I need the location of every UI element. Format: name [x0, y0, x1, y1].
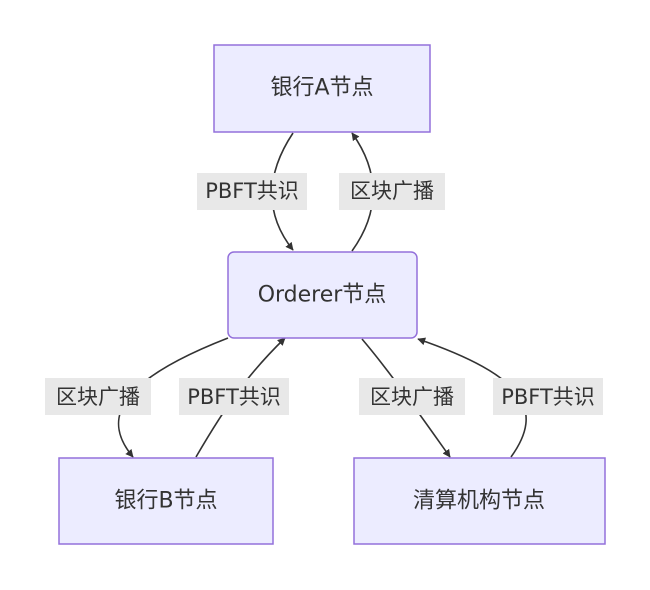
edge-label-bank-a-to-orderer: PBFT共识: [197, 173, 307, 210]
edge-label-clearing-to-orderer: PBFT共识: [493, 378, 603, 415]
node-clearing: 清算机构节点: [353, 457, 606, 545]
edge-label-orderer-to-bank-a: 区块广播: [339, 173, 445, 210]
nodes: 银行A节点 Orderer节点 银行B节点 清算机构节点: [58, 44, 606, 545]
edge-label-text: 区块广播: [56, 385, 140, 409]
node-bank-a-label: 银行A节点: [270, 76, 373, 101]
edge-label-text: PBFT共识: [501, 385, 595, 409]
edge-label-orderer-to-clearing: 区块广播: [359, 378, 465, 415]
edge-label-text: 区块广播: [350, 179, 434, 203]
node-orderer: Orderer节点: [227, 251, 418, 339]
edge-label-text: 区块广播: [370, 385, 454, 409]
node-bank-b: 银行B节点: [58, 457, 274, 545]
edge-label-orderer-to-bank-b: 区块广播: [45, 378, 151, 415]
edge-label-bank-b-to-orderer: PBFT共识: [179, 378, 289, 415]
node-clearing-label: 清算机构节点: [413, 489, 545, 514]
node-orderer-label: Orderer节点: [258, 283, 387, 308]
edge-labels: PBFT共识 区块广播 区块广播 PBFT共识 区块广播 PBFT共识: [45, 173, 603, 415]
node-bank-a: 银行A节点: [213, 44, 431, 133]
edge-label-text: PBFT共识: [187, 385, 281, 409]
node-bank-b-label: 银行B节点: [114, 489, 217, 514]
edge-label-text: PBFT共识: [205, 179, 299, 203]
